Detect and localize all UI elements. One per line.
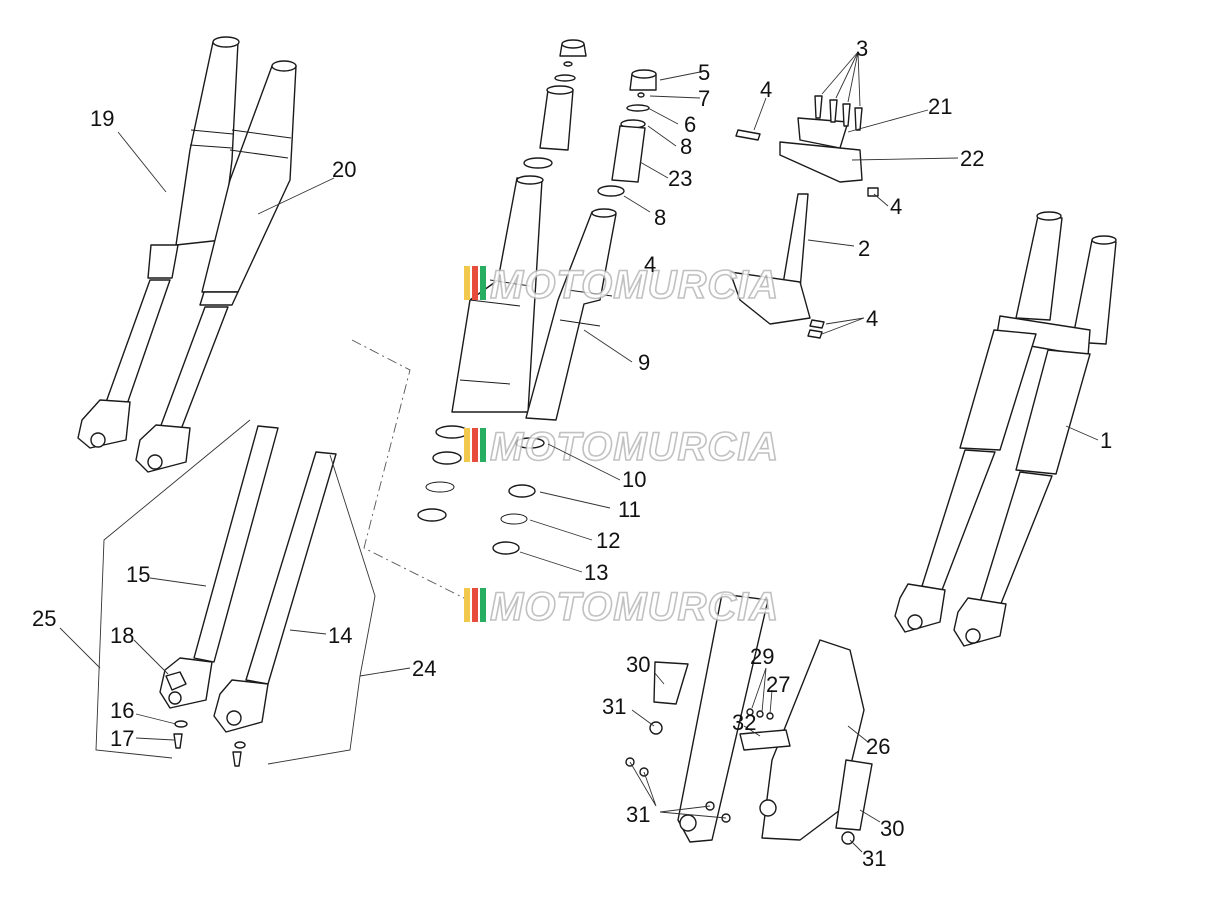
- callout-25: 25: [32, 606, 56, 631]
- callout-8-lower: 8: [654, 205, 666, 230]
- callout-21: 21: [928, 94, 952, 119]
- watermark-text: MOTOMURCIA: [490, 263, 779, 307]
- callout-24: 24: [412, 656, 436, 681]
- watermark-text: MOTOMURCIA: [490, 425, 779, 469]
- callout-7: 7: [698, 86, 710, 111]
- fork-leg-19: [77, 36, 240, 449]
- callout-17: 17: [110, 726, 134, 751]
- callout-labels: 19 20 5 7 6 8 23 8 4 9 10 11 12 13 3 4 2…: [32, 36, 1112, 871]
- watermark-2: MOTOMURCIA: [464, 424, 779, 470]
- fork-guard-right: [739, 639, 873, 845]
- callout-6: 6: [684, 112, 696, 137]
- callout-10: 10: [622, 467, 646, 492]
- fork-tube-15: [159, 425, 279, 709]
- guard-fasteners: [625, 708, 774, 823]
- callout-3: 3: [856, 36, 868, 61]
- group-bracket-lines: [95, 339, 469, 765]
- small-parts-16-17: [173, 720, 246, 767]
- callout-31-lower: 31: [626, 802, 650, 827]
- callout-23: 23: [668, 166, 692, 191]
- callout-32: 32: [732, 710, 756, 735]
- callout-31-bottom: 31: [862, 846, 886, 871]
- callout-11: 11: [618, 497, 641, 522]
- callout-30-left: 30: [626, 652, 650, 677]
- callout-9: 9: [638, 350, 650, 375]
- inner-tube-right: [525, 208, 617, 421]
- leader-lines: [59, 51, 1099, 853]
- inner-tube-left: [451, 175, 544, 413]
- callout-4-right: 4: [890, 194, 902, 219]
- callout-12: 12: [596, 528, 620, 553]
- callout-16: 16: [110, 698, 134, 723]
- callout-31-upper: 31: [602, 694, 626, 719]
- fork-guard-left: [649, 593, 769, 843]
- callout-1: 1: [1100, 428, 1112, 453]
- callout-2: 2: [858, 236, 870, 261]
- callout-27: 27: [766, 672, 790, 697]
- callout-20: 20: [332, 157, 356, 182]
- callout-14: 14: [328, 623, 352, 648]
- watermark-3: MOTOMURCIA: [464, 584, 779, 630]
- watermark-text: MOTOMURCIA: [490, 585, 779, 629]
- center-cap-stack-right: [597, 69, 657, 197]
- callout-4-top: 4: [760, 77, 772, 102]
- callout-18: 18: [110, 623, 134, 648]
- fork-tube-14: [213, 451, 337, 733]
- callout-8-upper: 8: [680, 134, 692, 159]
- center-cap-stack-left: [523, 39, 587, 169]
- callout-30-right: 30: [880, 816, 904, 841]
- callout-26: 26: [866, 734, 890, 759]
- watermark-1: MOTOMURCIA: [464, 262, 779, 308]
- callout-4-center: 4: [644, 252, 656, 277]
- callout-29: 29: [750, 644, 774, 669]
- fork-assembly-1: [894, 211, 1117, 647]
- seal-rings: [417, 425, 545, 555]
- callout-19: 19: [90, 106, 114, 131]
- callout-15: 15: [126, 562, 150, 587]
- upper-triple-clamp: [735, 95, 879, 197]
- steering-stem: [729, 193, 825, 339]
- callout-5: 5: [698, 60, 710, 85]
- callout-22: 22: [960, 146, 984, 171]
- fork-leg-20: [135, 60, 297, 473]
- callout-4-lower: 4: [866, 306, 878, 331]
- callout-13: 13: [584, 560, 608, 585]
